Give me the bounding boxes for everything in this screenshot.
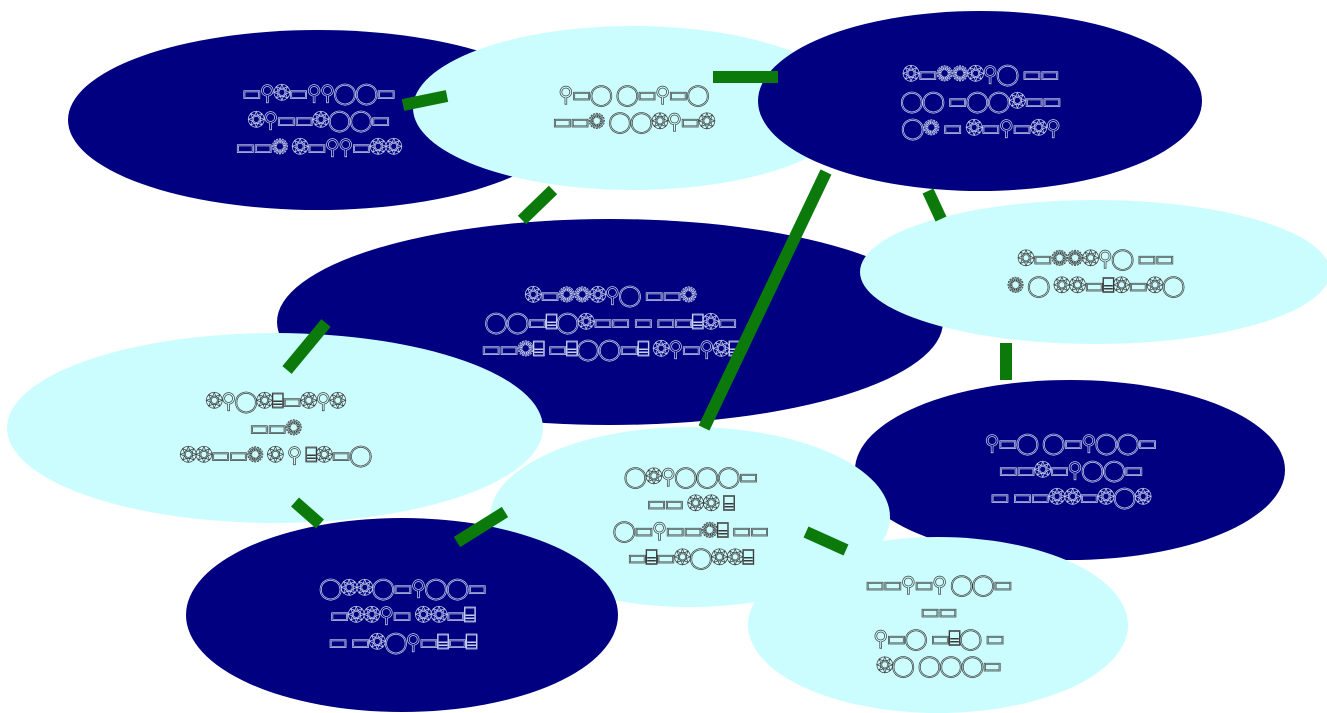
node-ellipse <box>855 380 1285 560</box>
node-glyph-line: ▭▭✺ <box>249 416 302 440</box>
node-glyph-line: ◯◯▭⌸◯❂▭▭ ▭ ▭▭⌸❂▭ <box>484 310 735 335</box>
node-glyph-line: ▭❂❂⚲▭ ❂❂▭⌸ <box>330 603 476 627</box>
node-glyph-line: ❂▭✺✺❂⚲◯ ▭▭✺ <box>524 283 696 308</box>
node-n2: ⚲▭◯ ◯▭⚲▭◯▭▭✺ ◯◯❂⚲▭❂ <box>413 26 853 190</box>
edge-n3-n5 <box>922 188 947 222</box>
node-glyph-line: ◯❂⚲◯◯◯▭ <box>624 465 757 490</box>
node-glyph-line: ❂▭✺✺❂⚲◯ ▭▭ <box>902 62 1058 87</box>
edge-n2-n4 <box>517 185 558 225</box>
edge-front-layer <box>282 71 1012 556</box>
node-glyph-line: ◯◯ ▭◯◯❂▭▭ <box>900 89 1060 114</box>
edge-n8-n9 <box>453 506 509 548</box>
node-glyph-line: ❂⚲▭▭❂◯◯▭ <box>247 108 388 133</box>
node-n10: ▭▭⚲▭⚲ ◯◯▭▭▭ ⚲▭◯ ▭⌸◯ ▭❂◯ ◯◯◯▭ <box>748 537 1128 713</box>
node-ellipse <box>490 427 890 607</box>
edge-n8-n10 <box>803 526 849 556</box>
node-glyph-line: ▭▭❂▭⚲◯◯▭ <box>998 458 1142 483</box>
node-glyph-line: ▭▭✺ ❂▭⚲⚲▭❂❂ <box>235 135 402 159</box>
node-glyph-line: ▭▭ ❂❂ ⌸ <box>647 492 735 516</box>
node-glyph-line: ▭⌸▭❂◯❂❂⌸ <box>627 546 754 571</box>
node-ellipse <box>860 200 1327 344</box>
node-n6: ❂⚲◯❂⌸▭❂⚲❂▭▭✺ ❂❂▭▭✺ ❂ ⚲ ⌸❂▭◯ <box>7 333 543 523</box>
node-glyph-line: ⚲▭◯ ◯▭⚲◯◯▭ <box>985 431 1156 456</box>
node-ellipse <box>748 537 1128 713</box>
node-glyph-line: ▭▭⚲▭⚲ ◯◯▭ <box>865 573 1011 598</box>
node-glyph-line: ◯❂❂◯▭⚲◯◯▭ <box>319 576 485 601</box>
edge-n3-n8 <box>698 169 832 431</box>
node-glyph-line: ❂▭✺✺❂⚲◯ ▭▭ <box>1017 247 1173 272</box>
node-ellipse <box>413 26 853 190</box>
node-ellipse <box>7 333 543 523</box>
node-n5: ❂▭✺✺❂⚲◯ ▭▭✺ ◯ ❂❂▭⌸❂▭❂◯ <box>860 200 1327 344</box>
node-glyph-line: ▭▭✺⌸ ▭⌸◯◯▭⌸ ❂⚲▭⚲❂⌸ <box>481 337 740 362</box>
node-glyph-line: ❂⚲◯❂⌸▭❂⚲❂ <box>205 389 345 414</box>
node-glyph-line: ⚲▭◯ ◯▭⚲▭◯ <box>558 83 709 108</box>
node-glyph-line: ◯✺ ▭ ❂▭⚲▭❂⚲ <box>901 116 1060 141</box>
node-glyph-line: ▭▭✺ ◯◯❂⚲▭❂ <box>552 110 715 135</box>
node-glyph-line: ▭⚲❂▭⚲⚲◯◯▭ <box>242 81 394 106</box>
node-glyph-line: ⚲▭◯ ▭⌸◯ ▭ <box>873 627 1003 652</box>
node-glyph-line: ▭▭ <box>920 600 956 624</box>
edge-n1-n2 <box>401 90 449 111</box>
node-glyph-line: ✺ ◯ ❂❂▭⌸❂▭❂◯ <box>1007 274 1185 299</box>
node-n9: ◯❂❂◯▭⚲◯◯▭▭❂❂⚲▭ ❂❂▭⌸ ▭ ▭❂◯⚲▭⌸▭⌸ <box>186 518 618 712</box>
edge-n4-n6 <box>282 319 331 374</box>
node-glyph-line: ▭ ▭▭❂❂▭❂◯❂ <box>990 485 1151 510</box>
node-glyph-line: ❂❂▭▭✺ ❂ ⚲ ⌸❂▭◯ <box>179 443 372 468</box>
edge-n6-n9 <box>291 497 324 529</box>
node-glyph-line: ❂◯ ◯◯◯▭ <box>876 654 1000 679</box>
node-n8: ◯❂⚲◯◯◯▭▭▭ ❂❂ ⌸ ◯▭⚲▭▭✺⌸ ▭▭▭⌸▭❂◯❂❂⌸ <box>490 427 890 607</box>
node-glyph-line: ◯▭⚲▭▭✺⌸ ▭▭ <box>613 519 768 544</box>
node-glyph-line: ▭ ▭❂◯⚲▭⌸▭⌸ <box>328 630 477 655</box>
node-ellipse <box>186 518 618 712</box>
node-layer: ▭⚲❂▭⚲⚲◯◯▭❂⚲▭▭❂◯◯▭▭▭✺ ❂▭⚲⚲▭❂❂⚲▭◯ ◯▭⚲▭◯▭▭✺… <box>7 11 1327 713</box>
node-n7: ⚲▭◯ ◯▭⚲◯◯▭▭▭❂▭⚲◯◯▭▭ ▭▭❂❂▭❂◯❂ <box>855 380 1285 560</box>
node-ellipse <box>758 11 1202 191</box>
node-n3: ❂▭✺✺❂⚲◯ ▭▭◯◯ ▭◯◯❂▭▭◯✺ ▭ ❂▭⚲▭❂⚲ <box>758 11 1202 191</box>
